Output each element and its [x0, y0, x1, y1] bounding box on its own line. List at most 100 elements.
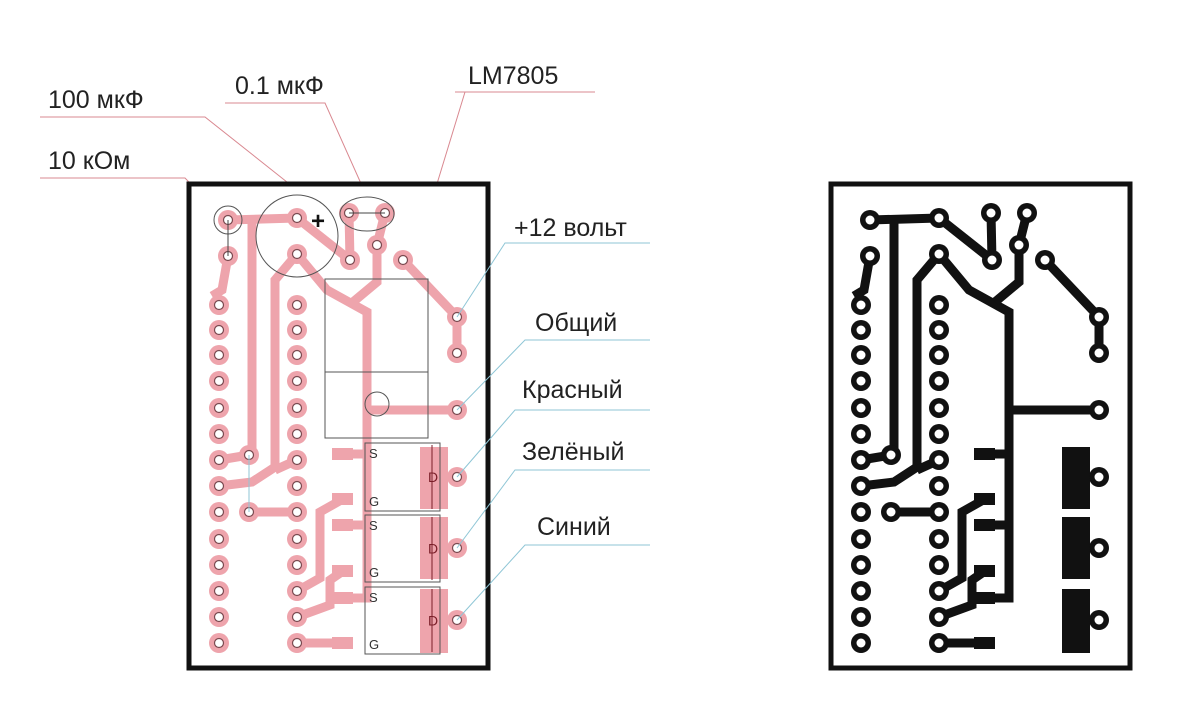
smd-pad [332, 637, 353, 649]
gate-pin-label: G [369, 637, 379, 652]
pad-hole [291, 611, 303, 623]
pcb-board-copper-side [828, 181, 1133, 671]
pad-hole [934, 249, 944, 259]
pad-hole [934, 325, 944, 335]
pad-hole [1014, 240, 1024, 250]
pad-hole [865, 215, 875, 225]
smd-pad [332, 448, 353, 460]
pad-hole [291, 506, 303, 518]
pad-hole [886, 450, 896, 460]
pad-hole [291, 375, 303, 387]
pad-hole [291, 349, 303, 361]
label-blue: Синий [537, 513, 611, 541]
label-12v: +12 вольт [514, 214, 627, 242]
drain-pad [1062, 447, 1090, 509]
smd-pad [332, 592, 353, 604]
pad-hole [213, 611, 225, 623]
pad-hole [1094, 543, 1104, 553]
pad-hole [856, 507, 866, 517]
pad-hole [213, 428, 225, 440]
label-lm7805: LM7805 [468, 62, 558, 90]
pad-hole [291, 248, 303, 260]
copper-trace [936, 214, 995, 264]
pad-hole [213, 349, 225, 361]
mosfet-outline [364, 442, 441, 512]
pad-hole [934, 481, 944, 491]
drain-pad [420, 447, 448, 509]
pad-hole [1094, 615, 1104, 625]
pad-hole [1094, 405, 1104, 415]
drain-pad [420, 589, 448, 653]
pad-hole [856, 612, 866, 622]
leader-line [456, 544, 650, 621]
pad-hole [397, 254, 409, 266]
pad-hole [1022, 208, 1032, 218]
pad-hole [1094, 348, 1104, 358]
ceramic-cap-outline [339, 196, 395, 232]
pad-hole [1094, 472, 1104, 482]
pad-hole [291, 428, 303, 440]
pad-hole [986, 208, 996, 218]
pad-hole [213, 324, 225, 336]
pad-hole [934, 429, 944, 439]
source-pin-label: S [369, 446, 378, 461]
pad-hole [371, 239, 383, 251]
copper-trace [294, 495, 346, 595]
pad-hole [934, 507, 944, 517]
pad-hole [291, 454, 303, 466]
pad-hole [213, 585, 225, 597]
pcb-board-component-side [186, 181, 491, 671]
label-green: Зелёный [522, 438, 624, 466]
pad-hole [934, 638, 944, 648]
pad-hole [934, 586, 944, 596]
label-common: Общий [535, 309, 617, 337]
copper-trace [294, 214, 353, 264]
pad-hole [934, 350, 944, 360]
pad-hole [213, 559, 225, 571]
pad-hole [1040, 255, 1050, 265]
source-pin-label: S [369, 518, 378, 533]
label-0-1uf: 0.1 мкФ [235, 72, 324, 100]
pad-hole [451, 347, 463, 359]
pad-hole [856, 560, 866, 570]
smd-pad [974, 493, 995, 505]
board-group [828, 181, 1133, 671]
pad-hole [291, 637, 303, 649]
pad-hole [856, 586, 866, 596]
pad-hole [856, 403, 866, 413]
pad-hole [213, 299, 225, 311]
copper-trace [935, 251, 1014, 603]
smd-pad [974, 637, 995, 649]
pad-hole [213, 637, 225, 649]
pad-hole [856, 481, 866, 491]
label-10kohm: 10 кОм [48, 147, 130, 175]
mosfet-outline [364, 514, 441, 583]
pad-hole [213, 375, 225, 387]
electrolytic-cap-outline [255, 194, 339, 278]
regulator-outline [324, 278, 429, 439]
pad-hole [987, 255, 997, 265]
copper-trace [992, 245, 1024, 306]
leader-line [225, 102, 368, 198]
smd-pad [332, 493, 353, 505]
leader-line [456, 242, 650, 318]
copper-trace [936, 495, 988, 595]
drain-pin-label: D [428, 469, 438, 485]
copper-trace [869, 213, 940, 225]
smd-pad [974, 519, 995, 531]
pad-hole [856, 429, 866, 439]
pad-hole [291, 533, 303, 545]
pad-hole [934, 213, 944, 223]
leader-line [456, 339, 650, 411]
smd-pad [974, 592, 995, 604]
drain-pin-label: D [428, 613, 438, 629]
label-red: Красный [522, 376, 623, 404]
pad-hole [344, 254, 356, 266]
smd-pad [974, 448, 995, 460]
pad-hole [934, 560, 944, 570]
label-100uf: 100 мкФ [48, 86, 144, 114]
pad-hole [934, 612, 944, 622]
